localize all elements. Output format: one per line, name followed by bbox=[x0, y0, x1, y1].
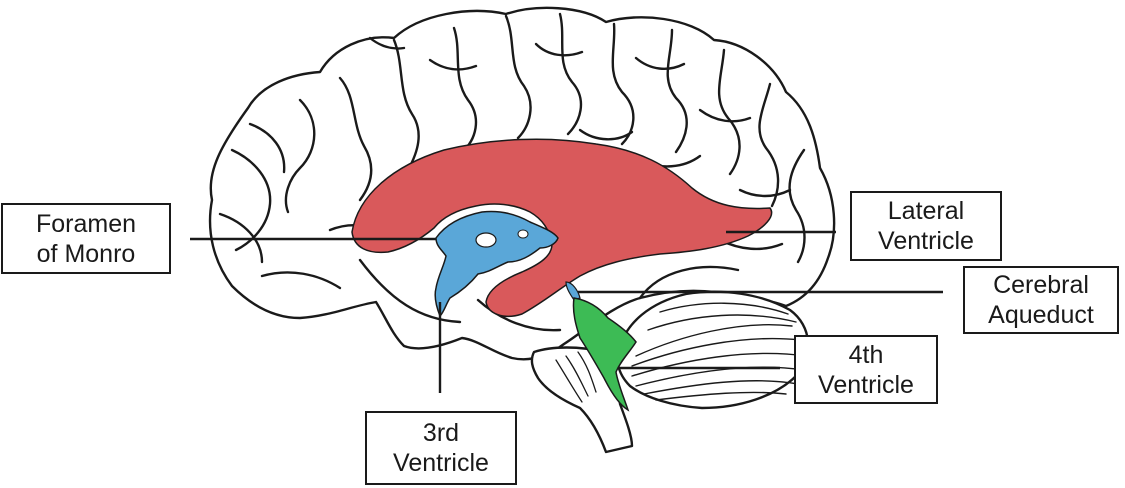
label-text-line2: Ventricle bbox=[818, 370, 914, 399]
label-lateral-ventricle: Lateral Ventricle bbox=[850, 191, 1002, 261]
label-text-line1: 3rd bbox=[422, 419, 460, 447]
label-text-line2: Ventricle bbox=[878, 227, 974, 255]
label-text-line1: Lateral bbox=[887, 197, 965, 225]
label-text-line1: 4th bbox=[848, 340, 884, 369]
label-text-line2: Ventricle bbox=[393, 449, 489, 477]
fourth-ventricle-shape bbox=[572, 297, 637, 412]
third-ventricle-shape bbox=[434, 210, 559, 318]
label-text-line1: Cerebral bbox=[993, 271, 1089, 299]
label-fourth-ventricle: 4th Ventricle bbox=[794, 335, 938, 404]
lateral-ventricle-shape bbox=[351, 138, 773, 318]
leader-lines bbox=[190, 230, 943, 393]
label-text-line2: Aqueduct bbox=[988, 301, 1094, 329]
label-cerebral-aqueduct: Cerebral Aqueduct bbox=[963, 266, 1119, 334]
third-ventricle-hole bbox=[517, 229, 529, 239]
label-text-line1: Foramen bbox=[35, 209, 137, 238]
label-text-line2: of Monro bbox=[36, 239, 136, 268]
massa-intermedia bbox=[475, 232, 497, 248]
cerebellum-outline bbox=[616, 290, 810, 410]
label-foramen-of-monro: Foramen of Monro bbox=[1, 203, 171, 274]
label-third-ventricle: 3rd Ventricle bbox=[365, 411, 517, 485]
